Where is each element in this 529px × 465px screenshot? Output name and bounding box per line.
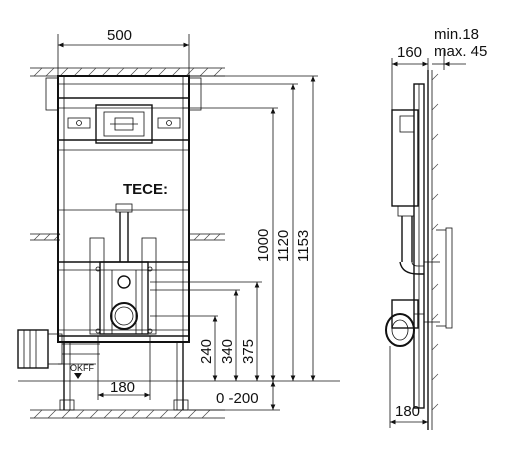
okff-label: OKFF (70, 363, 95, 373)
bowl-mount-plate (89, 237, 157, 335)
width-dimension: 500 (57, 27, 190, 76)
floor-adjust-label: 0 -200 (216, 390, 259, 407)
side-bottom-label: 180 (395, 403, 420, 420)
height-dimensions: 1000 1120 1153 (255, 76, 316, 381)
side-cistern (391, 109, 424, 275)
bottom-floor-hatch (30, 409, 225, 419)
spacing-label: 180 (110, 379, 135, 396)
outlet-240-label: 240 (198, 339, 215, 364)
side-bottom-dimension: 180 (389, 346, 429, 428)
height-extension-lines (150, 75, 318, 317)
outlet-340-label: 340 (219, 339, 236, 364)
height-1153-label: 1153 (295, 230, 312, 262)
frame-outline (45, 75, 202, 411)
outlet-375-label: 375 (240, 339, 257, 364)
cistern-access (67, 104, 181, 144)
side-depth-label: 160 (397, 44, 422, 61)
top-wall-hatch (30, 67, 225, 77)
height-1120-label: 1120 (275, 230, 292, 262)
height-1000-label: 1000 (255, 229, 272, 262)
front-view: TECE: (17, 27, 340, 419)
outlet-dimensions: 240 340 375 (198, 282, 260, 381)
flush-pipe (115, 203, 133, 262)
side-min-label: min.18 (434, 26, 479, 43)
side-wall-dimension: min.18 max. 45 (432, 26, 487, 70)
width-label: 500 (107, 27, 132, 44)
floor-adjust-dimension: 0 -200 (189, 381, 280, 411)
side-view: 160 min.18 max. 45 180 (385, 26, 487, 430)
mid-wall-hatch (30, 233, 225, 241)
brand-logo: TECE: (123, 181, 168, 198)
okff-marker: OKFF (70, 363, 95, 379)
side-depth-dimension: 160 (391, 44, 429, 110)
spacing-dimension: 180 (97, 336, 151, 400)
side-max-label: max. 45 (434, 43, 487, 60)
side-bowl-connectors (385, 227, 453, 347)
drain-connection (17, 329, 100, 369)
